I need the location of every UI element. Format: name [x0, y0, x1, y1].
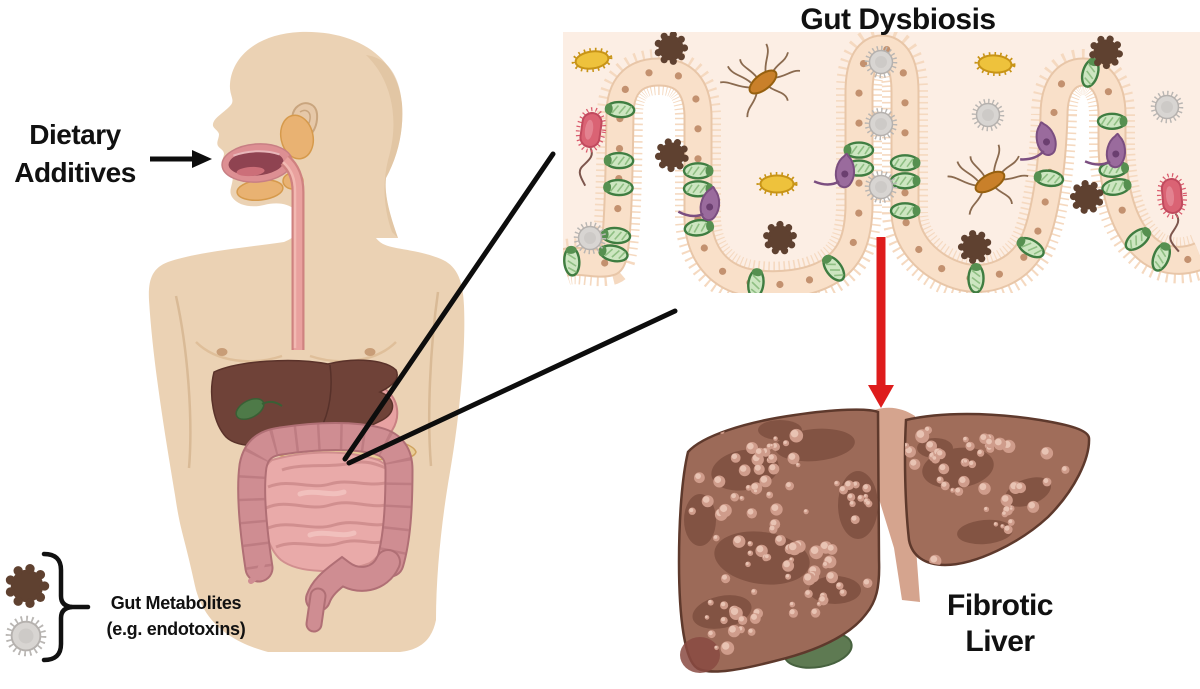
- magnification-callout-lines: [342, 151, 678, 466]
- gut-dysbiosis-title: Gut Dysbiosis: [800, 3, 996, 36]
- gut-dysbiosis-panel: [563, 32, 1200, 293]
- arm-contour-right: [427, 291, 440, 467]
- tongue: [236, 166, 265, 177]
- fibrotic-liver-label: Fibrotic Liver: [947, 589, 1054, 658]
- rectum: [307, 589, 325, 631]
- translocation-arrow: [868, 237, 894, 408]
- mouth: [221, 143, 293, 183]
- red-arrowhead-icon: [868, 385, 894, 408]
- arm-contour-left: [174, 295, 192, 469]
- legend-bracket: [41, 551, 73, 663]
- legend-endotoxin-icon: [9, 619, 44, 654]
- small-intestine: [259, 451, 396, 572]
- legend: [5, 551, 91, 663]
- legend-gut-metabolite-icon: [5, 564, 50, 608]
- large-intestine: [239, 424, 412, 581]
- gallbladder-duct: [261, 400, 283, 407]
- parotid-gland: [279, 114, 315, 160]
- liver-right-lobe: [903, 412, 1091, 567]
- callout-line-upper: [342, 151, 556, 462]
- gut-metabolites-legend-label: Gut Metabolites (e.g. endotoxins): [106, 593, 246, 639]
- nipple-left: [216, 348, 228, 356]
- esophagus-highlight: [282, 161, 297, 348]
- nipple-right: [364, 348, 376, 356]
- arrowhead-icon: [192, 150, 212, 168]
- dietary-additives-arrow: [150, 150, 212, 168]
- appendix: [248, 557, 266, 584]
- liver-tip-shadow: [680, 637, 720, 673]
- dietary-additives-label: Dietary Additives: [14, 119, 136, 188]
- human-body-illustration: [148, 31, 465, 652]
- fibrotic-liver-illustration: [677, 407, 1091, 673]
- fibrotic-nodules-left: [688, 428, 880, 655]
- pectoral-line-left: [195, 341, 283, 363]
- callout-line-lower: [346, 308, 678, 466]
- fibrotic-nodules-right: [905, 426, 1087, 565]
- body-gallbladder: [235, 397, 265, 421]
- esophagus-inner: [282, 156, 303, 350]
- small-intestine-highlights: [297, 489, 357, 538]
- head-shading: [366, 55, 403, 238]
